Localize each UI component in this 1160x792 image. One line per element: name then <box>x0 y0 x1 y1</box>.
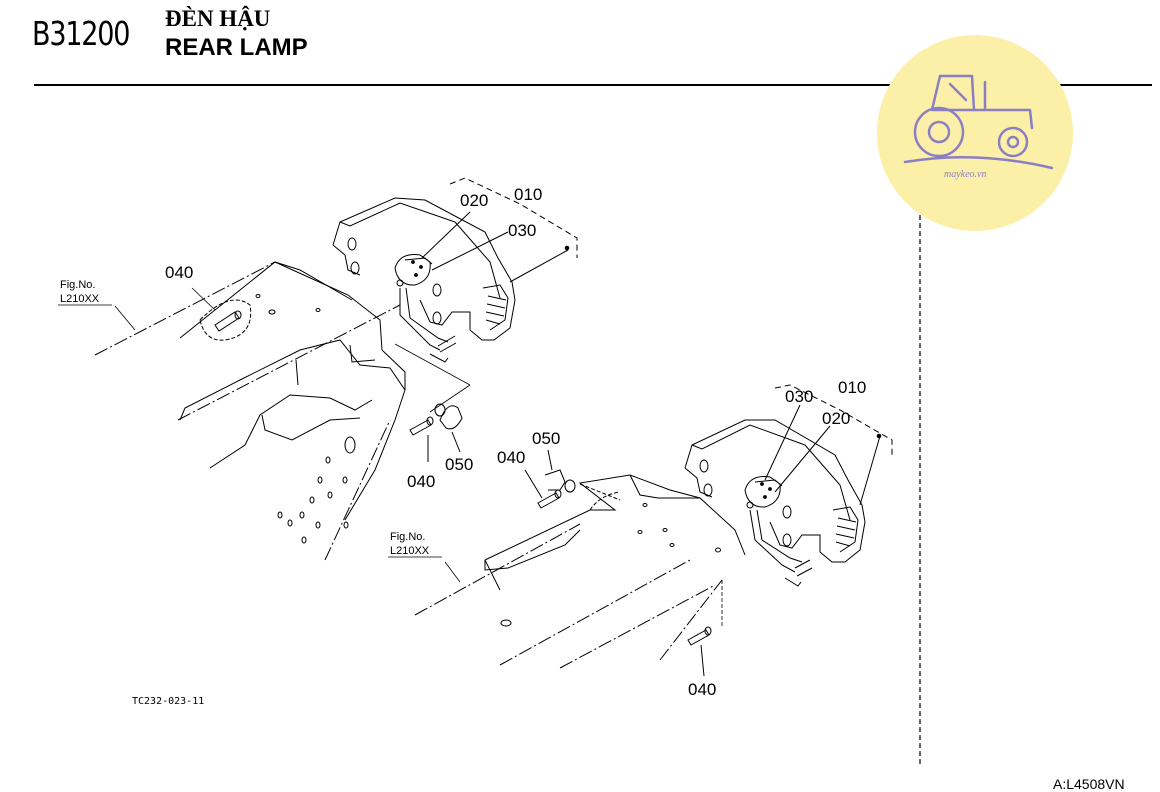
left-screw-040-upper <box>214 310 242 332</box>
callout-left-040-upper: 040 <box>165 263 193 282</box>
callout-right-020: 020 <box>822 409 850 428</box>
left-lamp-housing-010 <box>332 197 570 341</box>
left-leader-lines <box>114 287 471 413</box>
fig-ref-right-line2: L210XX <box>390 545 430 557</box>
fig-ref-right-line1: Fig.No. <box>390 531 425 543</box>
callout-right-040-upper: 040 <box>497 448 525 467</box>
callout-left-010: 010 <box>514 185 542 204</box>
left-callout-bracket <box>421 177 578 271</box>
callout-left-030: 030 <box>508 221 536 240</box>
fig-ref-left: Fig.No. L210XX <box>58 279 112 306</box>
left-screw-040-lower <box>409 416 434 462</box>
watermark-circle <box>877 35 1073 231</box>
right-callout-bracket <box>764 384 893 493</box>
right-clip-050 <box>544 449 621 501</box>
right-screw-040-lower <box>687 626 712 677</box>
header-divider <box>34 84 1152 86</box>
callout-left-050: 050 <box>445 455 473 474</box>
right-lamp-housing-010 <box>684 419 882 563</box>
tractor-icon <box>903 74 1054 170</box>
model-code: B31200 <box>32 14 130 53</box>
right-bulb-socket-020 <box>744 476 813 587</box>
right-fender-body <box>414 474 746 669</box>
left-clip-050 <box>434 403 463 453</box>
fig-ref-left-line2: L210XX <box>60 293 100 305</box>
drawing-code: TC232-023-11 <box>132 696 205 707</box>
callout-right-040-lower: 040 <box>688 680 716 699</box>
left-fender-body <box>94 261 406 561</box>
fig-ref-right: Fig.No. L210XX <box>388 531 442 558</box>
callout-right-030: 030 <box>785 387 813 406</box>
callout-left-020: 020 <box>460 191 488 210</box>
right-leader-lines <box>444 561 723 628</box>
callout-right-010: 010 <box>838 378 866 397</box>
callout-right-050: 050 <box>532 429 560 448</box>
callout-left-040-lower: 040 <box>407 472 435 491</box>
watermark: maykeo.vn <box>877 35 1073 231</box>
left-bulb-socket-020 <box>394 254 457 363</box>
watermark-text: maykeo.vn <box>944 169 986 180</box>
fig-ref-left-line1: Fig.No. <box>60 279 95 291</box>
page-title-english: REAR LAMP <box>165 34 308 61</box>
page-title-vietnamese: ĐÈN HẬU <box>165 6 271 31</box>
right-screw-040-upper <box>524 469 562 509</box>
page-code: A:L4508VN <box>1053 776 1125 792</box>
